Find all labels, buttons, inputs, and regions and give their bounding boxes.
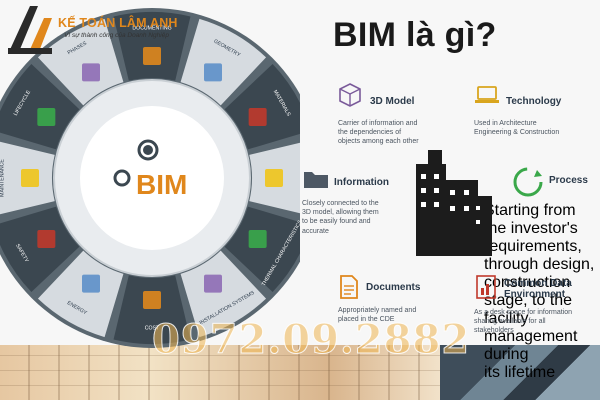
card-process-desc: Starting from the investor's requirement… xyxy=(484,202,599,382)
card-title: Technology xyxy=(506,96,562,107)
segment-illustration-icon xyxy=(248,108,267,126)
wheel-segment xyxy=(37,250,124,338)
bim-wheel-diagram: DOCUMENTINGGEOMETRYMATERIALSLOAD BEARING… xyxy=(0,8,300,348)
card-desc-line: the dependencies of xyxy=(338,129,402,137)
gears-icon xyxy=(113,139,159,187)
glass-facade-photo xyxy=(440,345,600,400)
card-desc-line: Carrier of information and xyxy=(338,120,418,127)
segment-illustration-icon xyxy=(248,230,267,248)
wheel-segment xyxy=(0,206,80,293)
card-title: Information xyxy=(334,177,389,188)
phone-watermark: 0972.09.2882 xyxy=(151,316,471,364)
card-desc-line: construction stage, to the xyxy=(484,274,573,309)
card-desc-line: Starting from the investor's xyxy=(484,202,578,237)
card-desc-line: stakeholders xyxy=(474,327,514,335)
process-cycle-icon xyxy=(513,167,543,197)
wheel-segment xyxy=(224,63,300,150)
chart-document-icon xyxy=(476,275,496,299)
segment-illustration-icon xyxy=(204,274,222,293)
logo-mark-icon xyxy=(8,6,52,54)
laptop-icon xyxy=(475,86,499,103)
wheel-segment xyxy=(180,18,267,106)
card-title-line: Environment xyxy=(504,289,566,300)
segment-illustration-icon xyxy=(204,63,222,82)
wheel-segment-label: LOAD BEARING STRUCTURES xyxy=(299,140,300,216)
wheel-segment xyxy=(180,250,267,338)
card-desc-line: placed in the CDE xyxy=(338,316,395,324)
folder-icon xyxy=(304,172,328,188)
segment-illustration-icon xyxy=(143,291,161,309)
card-desc-line: As a desk space for information xyxy=(474,309,573,316)
document-icon xyxy=(340,275,358,299)
wheel-segment xyxy=(224,206,300,293)
wheel-segment xyxy=(113,12,191,81)
card-desc-line: Closely connected to the xyxy=(302,200,379,207)
card-desc-line: requirements, through design, xyxy=(484,238,595,273)
segment-illustration-icon xyxy=(82,274,100,293)
segment-illustration-icon xyxy=(265,169,283,187)
card-desc-line: sharing available for all xyxy=(474,318,546,326)
wheel-segment-label: DOCUMENTING xyxy=(132,25,171,31)
card-title-line: Common Data xyxy=(504,278,572,289)
wheel-segment xyxy=(113,275,191,344)
card-desc-line: its lifetime xyxy=(484,364,556,381)
segment-illustration-icon xyxy=(21,169,39,187)
brand-logo: KẾ TOÁN LÂM ANH Vì sự thành công của Doa… xyxy=(0,0,240,62)
wheel-segment-label: MAINTENANCE xyxy=(0,159,5,197)
building-icon xyxy=(416,150,492,256)
card-title: Process xyxy=(549,175,588,186)
card-desc-line: objects among each other xyxy=(338,138,419,146)
card-title: Documents xyxy=(366,282,421,293)
page-title: BIM là gì? xyxy=(333,16,497,54)
segment-illustration-icon xyxy=(37,230,56,248)
card-desc-line: Appropriately named and xyxy=(338,307,417,314)
wheel-segment xyxy=(37,18,124,106)
wheel-segment-label: COST xyxy=(145,325,160,331)
wheel-center-circle xyxy=(80,106,224,250)
card-title: 3D Model xyxy=(370,96,415,107)
card-desc-line: accurate xyxy=(302,227,329,235)
card-desc-line: to be easily found and xyxy=(302,218,371,226)
logo-name: KẾ TOÁN LÂM ANH xyxy=(58,16,178,30)
card-desc-line: Engineering & Construction xyxy=(474,129,560,137)
segment-illustration-icon xyxy=(82,63,100,82)
wheel-center-label: BIM xyxy=(136,169,187,200)
logo-slogan: Vì sự thành công của Doanh Nghiệp xyxy=(64,32,169,39)
wheel-segment xyxy=(0,63,80,150)
segment-illustration-icon xyxy=(143,47,161,65)
cube-icon xyxy=(339,83,361,107)
segment-illustration-icon xyxy=(37,108,56,126)
card-desc-line: Used in Architecture xyxy=(474,120,537,127)
card-desc-line: facility management during xyxy=(484,310,578,363)
card-title: Common Data Environment xyxy=(504,278,599,300)
card-desc-line: 3D model, allowing them xyxy=(302,209,379,217)
